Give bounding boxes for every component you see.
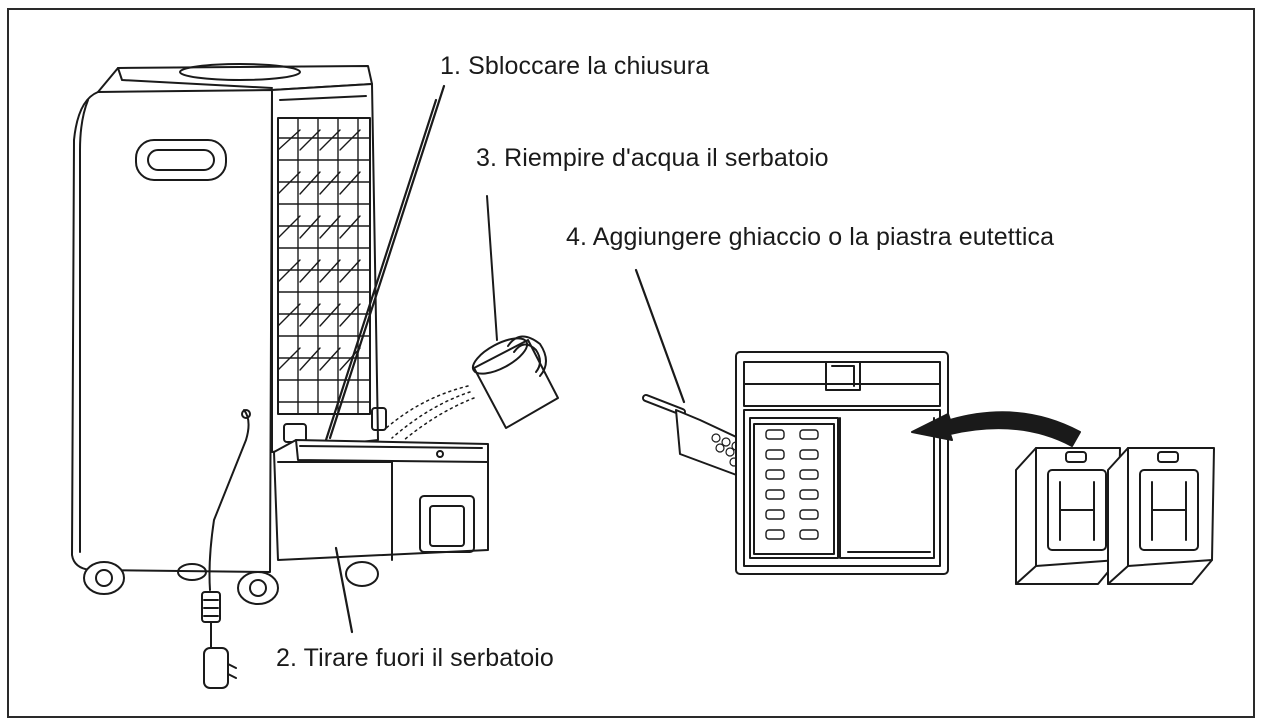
watering-jug-illustration bbox=[383, 195, 559, 441]
water-tank-illustration bbox=[273, 439, 489, 561]
ice-pack-illustration bbox=[1015, 447, 1121, 585]
ice-pack-illustration bbox=[1107, 447, 1215, 585]
step-3-label: 3. Riempire d'acqua il serbatoio bbox=[476, 144, 829, 172]
air-cooler-illustration bbox=[71, 63, 387, 689]
curved-arrow-icon bbox=[911, 411, 1081, 447]
step-2-label: 2. Tirare fuori il serbatoio bbox=[276, 644, 554, 672]
open-tank-top-view bbox=[735, 351, 949, 575]
leader-lines bbox=[324, 84, 686, 634]
step-1-label: 1. Sbloccare la chiusura bbox=[440, 52, 710, 80]
step-4-label: 4. Aggiungere ghiaccio o la piastra eute… bbox=[566, 223, 1055, 251]
